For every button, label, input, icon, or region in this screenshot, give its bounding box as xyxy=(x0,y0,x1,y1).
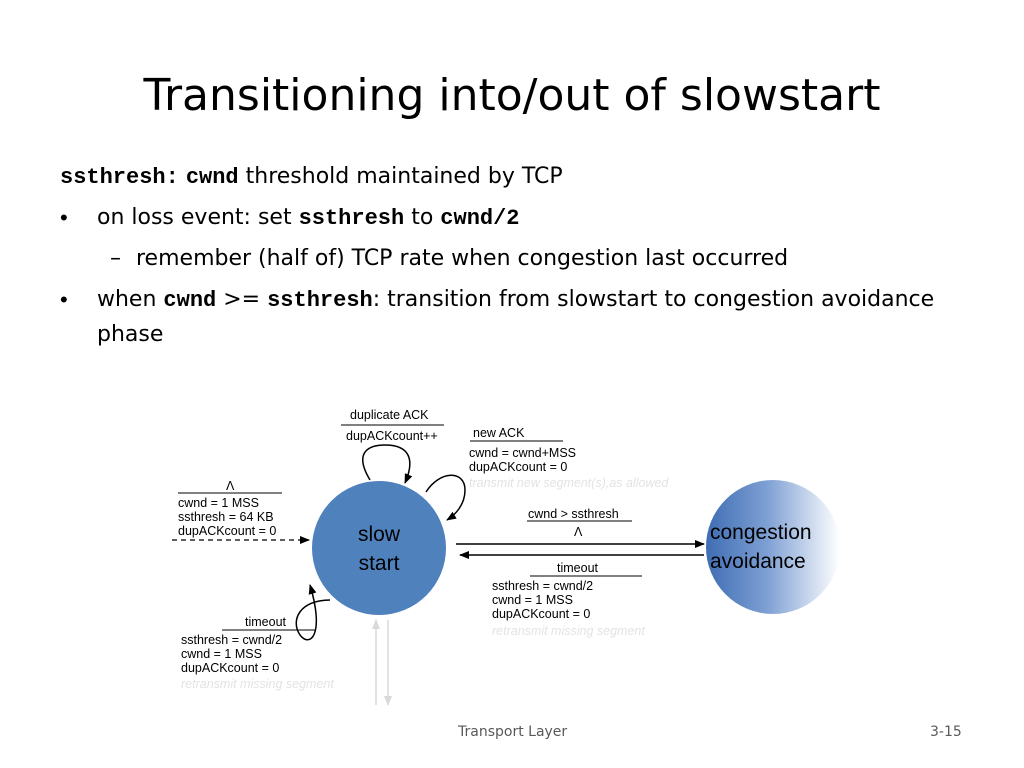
code-ssthresh: ssthresh xyxy=(298,206,405,231)
state-label-line: start xyxy=(358,552,400,575)
to-ca-event: cwnd > ssthresh xyxy=(528,507,619,521)
sub-bullet-remember: – remember (half of) TCP rate when conge… xyxy=(110,246,788,271)
timeout-loop xyxy=(295,584,331,641)
init-event: Λ xyxy=(226,479,235,493)
bullet-text: : transition from slowstart to congestio… xyxy=(372,287,935,312)
bullet-marker: • xyxy=(60,287,68,312)
dup-ack-loop xyxy=(362,444,413,484)
bullet-marker: • xyxy=(60,205,68,230)
code-cwnd-half: cwnd/2 xyxy=(440,206,520,231)
bullet-text: on loss event: set xyxy=(97,205,292,230)
bullet-text: when xyxy=(97,287,157,312)
bullet-loss-event: on loss event: set ssthresh to cwnd/2 xyxy=(97,205,520,231)
state-label-line: congestion xyxy=(710,521,812,544)
timeout-self-event: timeout xyxy=(245,615,286,629)
slow-start-state xyxy=(312,481,446,615)
timeout-self-action: dupACKcount = 0 xyxy=(181,661,280,675)
init-action: cwnd = 1 MSS xyxy=(178,496,259,510)
code-ssthresh: ssthresh: xyxy=(60,165,179,190)
congestion-avoidance-state xyxy=(706,480,840,614)
dup-ack-action: dupACKcount++ xyxy=(346,429,438,443)
footer-section: Transport Layer xyxy=(458,724,568,740)
timeout-back-action: ssthresh = cwnd/2 xyxy=(492,579,594,593)
new-ack-action: cwnd = cwnd+MSS xyxy=(469,446,576,460)
timeout-back-event: timeout xyxy=(557,561,598,575)
bullet-transition: when cwnd >= ssthresh: transition from s… xyxy=(97,287,934,313)
congestion-avoidance-label: congestion avoidance xyxy=(710,518,840,576)
slow-start-label: slow start xyxy=(329,520,429,578)
new-ack-loop xyxy=(425,474,466,521)
code-cwnd: cwnd xyxy=(163,288,217,313)
bullet-transition-cont: phase xyxy=(97,322,164,347)
slide-title: Transitioning into/out of slowstart xyxy=(143,70,881,121)
timeout-back-faint-action: retransmit missing segment xyxy=(492,624,645,638)
timeout-self-faint-action: retransmit missing segment xyxy=(181,677,334,691)
sub-bullet-text: remember (half of) TCP rate when congest… xyxy=(136,246,789,271)
bullet-text: >= xyxy=(223,287,261,312)
code-ssthresh: ssthresh xyxy=(267,288,373,313)
state-label-line: slow xyxy=(357,523,400,546)
timeout-self-action: ssthresh = cwnd/2 xyxy=(181,633,283,647)
timeout-back-action: dupACKcount = 0 xyxy=(492,607,591,621)
code-cwnd: cwnd xyxy=(185,165,239,190)
definition-line: ssthresh: cwnd threshold maintained by T… xyxy=(60,164,563,190)
slide-number: 3-15 xyxy=(930,724,962,740)
sub-bullet-dash: – xyxy=(110,246,121,271)
new-ack-action: dupACKcount = 0 xyxy=(469,460,568,474)
bullet-text: to xyxy=(411,205,434,230)
new-ack-event: new ACK xyxy=(473,426,525,440)
dup-ack-event: duplicate ACK xyxy=(350,408,429,422)
timeout-self-action: cwnd = 1 MSS xyxy=(181,647,262,661)
init-action: dupACKcount = 0 xyxy=(178,524,277,538)
timeout-back-action: cwnd = 1 MSS xyxy=(492,593,573,607)
definition-text: threshold maintained by TCP xyxy=(245,164,563,189)
state-label-line: avoidance xyxy=(710,550,806,573)
init-action: ssthresh = 64 KB xyxy=(178,510,274,524)
to-ca-action: Λ xyxy=(574,525,583,539)
new-ack-faint-action: transmit new segment(s),as allowed xyxy=(469,476,669,490)
